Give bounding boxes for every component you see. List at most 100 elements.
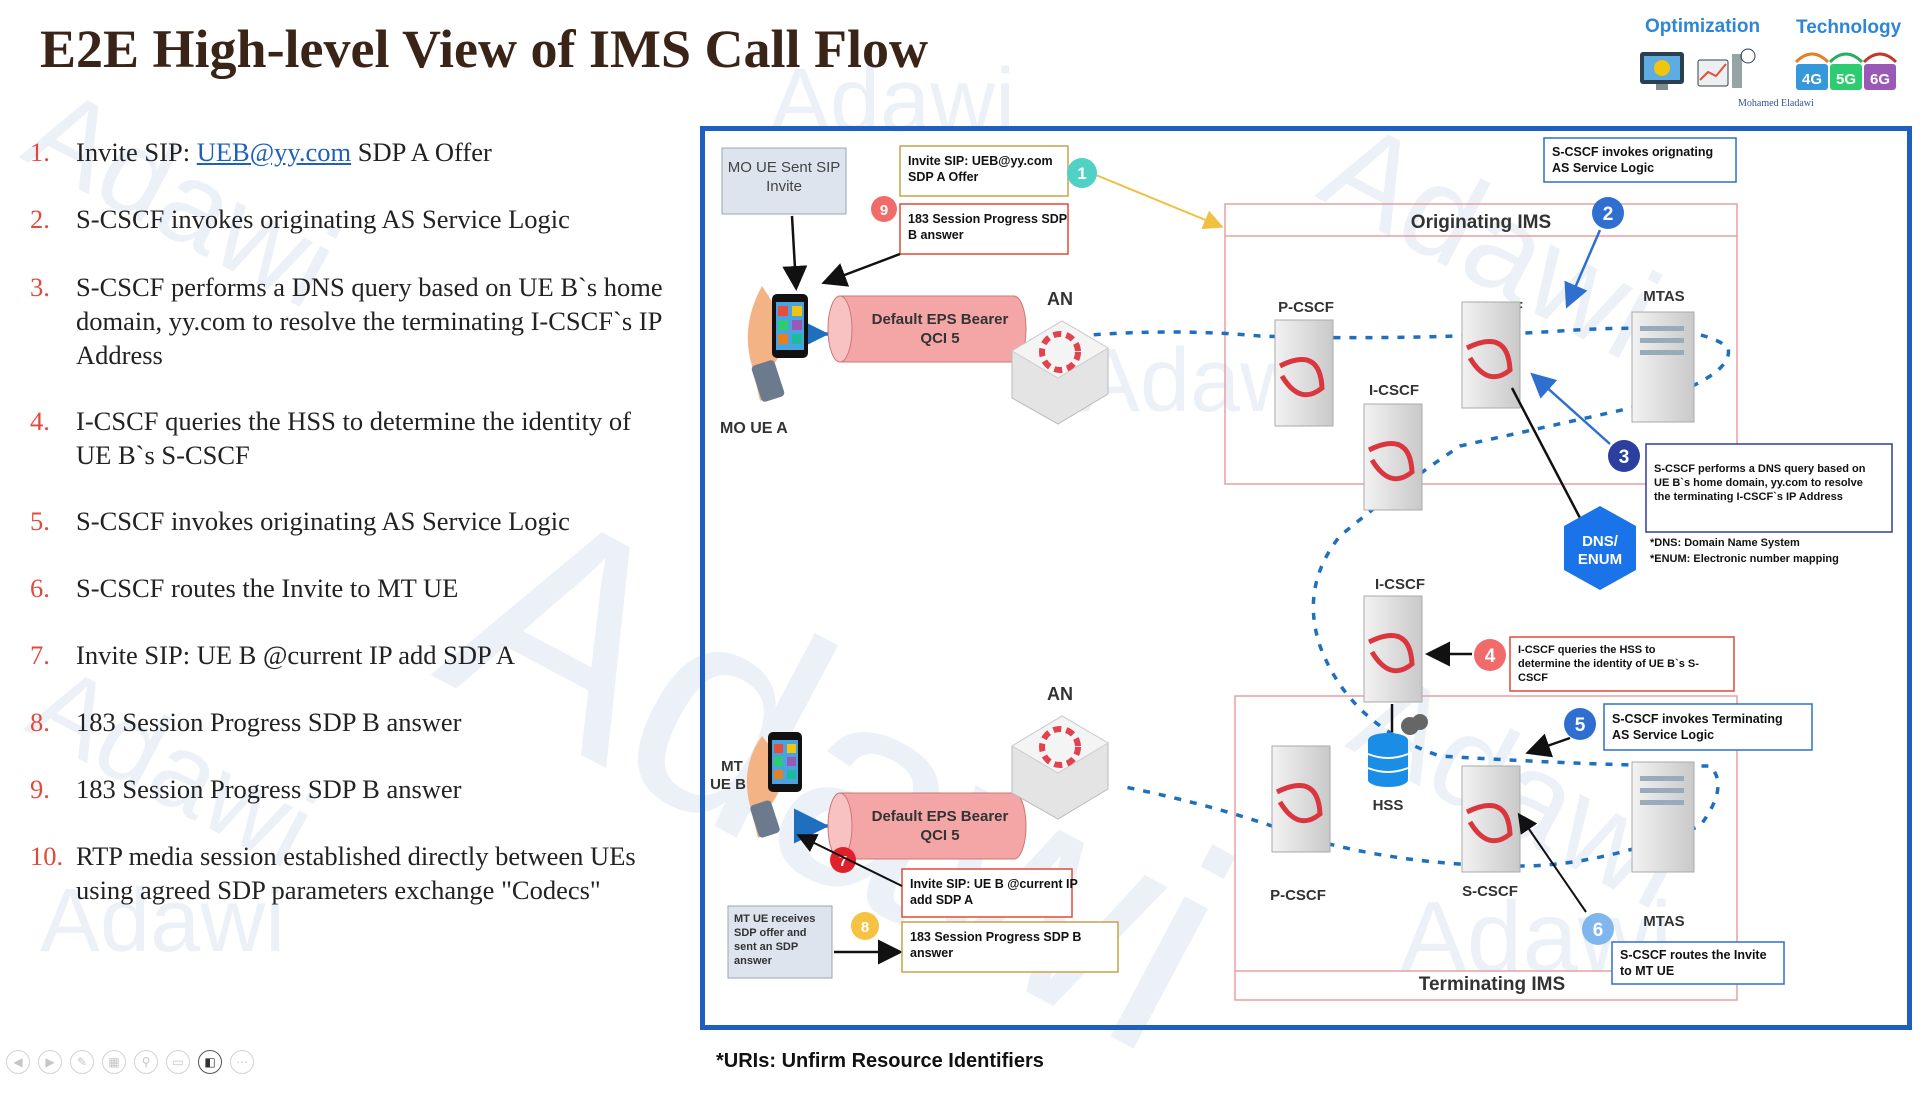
callout-3-line1: S-CSCF performs a DNS query based on [1654, 463, 1866, 475]
mt-receives-box [727, 905, 833, 979]
camera-icon[interactable]: ◧ [198, 1050, 222, 1074]
badge-4-text: 4 [1485, 646, 1496, 667]
pcscf-label-term: P-CSCF [1270, 887, 1326, 904]
scscf-server-icon [1461, 301, 1521, 409]
mtas-label-orig: MTAS [1643, 288, 1684, 305]
step-number: 1. [30, 137, 50, 167]
step-text: Invite SIP: [76, 137, 197, 167]
mo-ue-phone-icon [747, 286, 808, 402]
step-number: 7. [30, 640, 50, 670]
callout-invite-sip [899, 145, 1069, 197]
next-slide-icon[interactable]: ▶ [38, 1050, 62, 1074]
scscf-label-term: S-CSCF [1462, 883, 1518, 900]
mt-ue-phone-icon [746, 732, 802, 838]
callout-9-line2: B answer [908, 228, 964, 242]
step-text: S-CSCF invokes originating AS Service Lo… [76, 204, 570, 234]
tech-badge-6g: 6G [1870, 71, 1890, 88]
access-network-icon [1011, 320, 1109, 425]
bearer-label-line2: QCI 5 [920, 827, 959, 844]
step-number: 8. [30, 707, 50, 737]
default-eps-bearer-mo: Default EPS Bearer QCI 5 [827, 295, 1027, 363]
mtas-label-term: MTAS [1643, 913, 1684, 930]
bearer-label-line2: QCI 5 [920, 330, 959, 347]
slideshow-controls: ◀ ▶ ✎ ▦ ⚲ ▭ ◧ ⋯ [6, 1050, 254, 1074]
step-badge-4 [1474, 639, 1506, 671]
dns-link-line [1510, 387, 1582, 519]
mtas-server-icon [1631, 761, 1695, 873]
tech-badge-5g: 5G [1836, 71, 1856, 88]
mt-receives-line1: MT UE receives [734, 913, 815, 925]
step-item: 2.S-CSCF invokes originating AS Service … [28, 202, 668, 236]
step-badge-9 [871, 196, 897, 222]
step-text: S-CSCF performs a DNS query based on UE … [76, 272, 663, 370]
step-number: 9. [30, 774, 50, 804]
badge-2-text: 2 [1603, 204, 1614, 225]
terminating-ims-label: Terminating IMS [1419, 974, 1565, 995]
callout-4-line1: I-CSCF queries the HSS to [1518, 644, 1656, 656]
step-badge-2 [1592, 197, 1624, 229]
dns-label-line1: DNS/ [1582, 533, 1619, 550]
icscf-label-orig: I-CSCF [1369, 382, 1419, 399]
callout-terminating-as [1603, 703, 1813, 751]
mt-ue-label-line1: MT [721, 758, 743, 775]
step-number: 6. [30, 573, 50, 603]
optimization-logo-label: Optimization [1645, 16, 1761, 37]
all-slides-icon[interactable]: ▦ [102, 1050, 126, 1074]
badge-6-text: 6 [1593, 920, 1604, 941]
step-text: I-CSCF queries the HSS to determine the … [76, 406, 631, 470]
mo-sent-invite-box [721, 147, 847, 215]
previous-slide-icon[interactable]: ◀ [6, 1050, 30, 1074]
mt-receives-line3: sent an SDP [734, 941, 798, 953]
step-badge-3 [1608, 440, 1640, 472]
step-text: S-CSCF invokes originating AS Service Lo… [76, 506, 570, 536]
step-text: SDP A Offer [351, 137, 492, 167]
technology-logo-label: Technology [1796, 17, 1902, 38]
mo-sent-invite-text: MO UE Sent SIP Invite [727, 159, 841, 195]
badge-7-text: 7 [839, 853, 847, 870]
callout-7-line1: Invite SIP: UE B @current IP [910, 877, 1078, 891]
callout-4-line3: CSCF [1518, 672, 1548, 684]
pcscf-server-icon [1274, 319, 1334, 427]
callout-183-progress-mt [901, 921, 1119, 973]
step-text: Invite SIP: UE B @current IP add SDP A [76, 640, 516, 670]
mo-ue-label: MO UE A [720, 420, 788, 437]
callout-7-line2: add SDP A [910, 893, 973, 907]
dns-enum-icon: DNS/ ENUM [1564, 506, 1636, 590]
pen-icon[interactable]: ✎ [70, 1050, 94, 1074]
zoom-icon[interactable]: ⚲ [134, 1050, 158, 1074]
badge-1-text: 1 [1077, 164, 1086, 183]
dns-label-line2: ENUM [1578, 551, 1622, 568]
an-label-bottom: AN [1047, 684, 1073, 704]
step-text: S-CSCF routes the Invite to MT UE [76, 573, 459, 603]
sip-uri-link[interactable]: UEB@yy.com [196, 137, 352, 167]
step-item: 8.183 Session Progress SDP B answer [28, 705, 668, 739]
originating-ims-box [1224, 203, 1738, 485]
callout-5-line1: S-CSCF invokes Terminating [1612, 712, 1783, 726]
call-flow-steps: 1. Invite SIP: UEB@yy.com SDP A Offer 2.S… [28, 135, 668, 907]
callout-9-line1: 183 Session Progress SDP [908, 212, 1067, 226]
subtitles-icon[interactable]: ▭ [166, 1050, 190, 1074]
step-item: 7. Invite SIP: UE B @current IP add SDP A [28, 638, 668, 672]
ims-call-flow-diagram: Originating IMS Terminating IMS MO UE Se… [710, 137, 1893, 1001]
default-eps-bearer-mt: Default EPS Bearer QCI 5 [827, 792, 1027, 860]
footnote: *URIs: Unfirm Resource Identifiers [716, 1050, 1044, 1072]
bearer-label-line1: Default EPS Bearer [872, 808, 1009, 825]
callout-route-invite [1611, 941, 1785, 985]
callout-183-progress-mo [899, 203, 1069, 255]
icscf-label-term: I-CSCF [1375, 576, 1425, 593]
callout-1-line1: Invite SIP: UEB@yy.com [908, 154, 1053, 168]
icscf-server-icon [1363, 595, 1423, 703]
step-number: 10. [30, 841, 64, 871]
step-item: 1. Invite SIP: UEB@yy.com SDP A Offer [28, 135, 668, 169]
step-item: 5.S-CSCF invokes originating AS Service … [28, 504, 668, 538]
terminating-ims-box [1234, 695, 1738, 1001]
hss-label: HSS [1373, 797, 1404, 814]
mt-receives-line2: SDP offer and [734, 927, 807, 939]
step-badge-5 [1564, 708, 1596, 740]
mtas-server-icon [1631, 311, 1695, 423]
more-options-icon[interactable]: ⋯ [230, 1050, 254, 1074]
tech-badge-4g: 4G [1802, 71, 1822, 88]
pcscf-server-icon [1271, 745, 1331, 853]
step-badge-6 [1582, 913, 1614, 945]
step-item: 10.RTP media session established directl… [28, 839, 668, 907]
